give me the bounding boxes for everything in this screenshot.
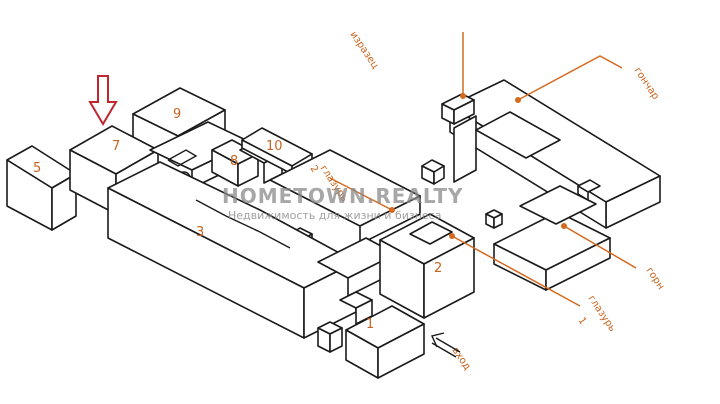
right-workshop xyxy=(421,79,661,291)
building-block-5: 5 xyxy=(6,145,77,231)
block-number-9: 9 xyxy=(173,107,181,122)
block-number-2: 2 xyxy=(434,261,442,276)
label-glazur-1-number: 1 xyxy=(576,316,589,327)
label-vkhod: вход xyxy=(450,346,473,373)
leader-gorn xyxy=(563,225,637,269)
building-block-2: 2 xyxy=(379,213,475,319)
arrow-down-icon xyxy=(88,75,118,126)
double-arrow-icon xyxy=(431,332,461,358)
leader-glazur-2 xyxy=(329,177,393,211)
block-number-3: 3 xyxy=(196,225,204,240)
watermark-title: HOMETOWN.REALTY xyxy=(222,184,463,208)
block-number-7: 7 xyxy=(112,139,120,154)
leader-gonchar xyxy=(517,55,623,101)
leader-glazur-1 xyxy=(451,235,581,307)
label-gonchar: гончар xyxy=(632,66,661,102)
watermark-subtitle: Недвижимость для жизни и бизнеса xyxy=(228,209,441,222)
label-izrazets: изразец xyxy=(348,30,381,72)
annotation-leaders xyxy=(329,32,637,307)
label-glazur-1: глазурь xyxy=(586,294,618,334)
block-number-10: 10 xyxy=(266,139,283,154)
label-glazur-2-number: 2 xyxy=(308,164,321,175)
block-number-8: 8 xyxy=(230,154,238,169)
label-gorn: горн xyxy=(644,266,667,292)
building-block-8: 8 xyxy=(211,139,259,187)
building-block-1: 1 xyxy=(317,305,425,379)
block-number-1: 1 xyxy=(366,317,374,332)
block-number-5: 5 xyxy=(33,161,41,176)
